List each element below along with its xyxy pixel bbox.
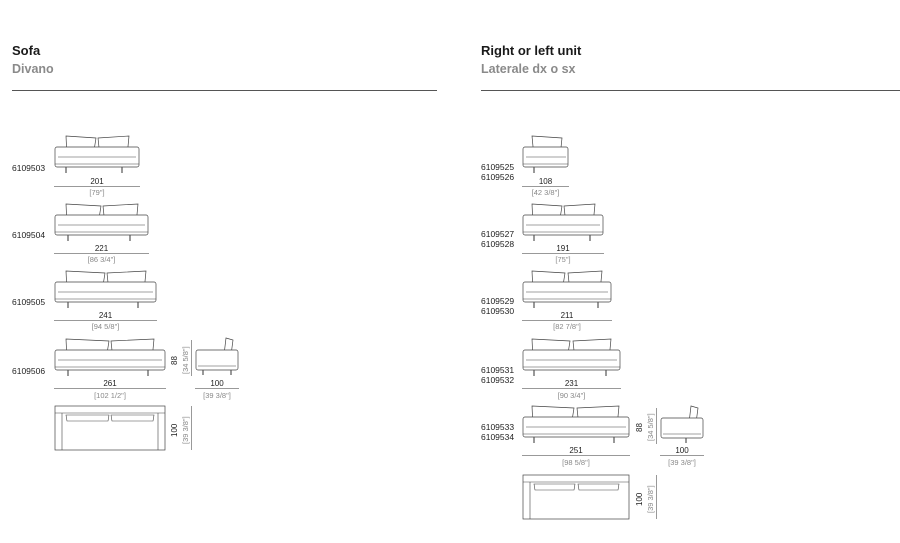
right-side-depth-line <box>660 455 704 456</box>
left-height: 88 <box>170 356 179 365</box>
right-item-0-width-in: [42 3/8"] <box>531 188 560 197</box>
left-item-3-width: 261 <box>103 379 117 388</box>
left-item-1-code: 6109504 <box>12 230 46 240</box>
sofa-side-view <box>195 337 239 375</box>
right-height-in: [34 5/8"] <box>646 413 655 441</box>
right-item-3-width-in: [90 3/4"] <box>557 391 586 400</box>
right-item-4-code-a: 6109533 <box>481 422 515 432</box>
unit-front-6109533 <box>522 405 630 443</box>
left-plan-depth-line <box>191 406 192 450</box>
left-item-3-width-in: [102 1/2"] <box>94 391 126 400</box>
left-plan-depth: 100 <box>170 423 179 437</box>
left-item-0-width: 201 <box>90 177 104 186</box>
left-plan-depth-in: [39 3/8"] <box>181 416 190 444</box>
right-item-4-dimline <box>522 455 630 456</box>
left-side-depth: 100 <box>210 379 224 388</box>
right-item-4-width-in: [98 5/8"] <box>562 458 590 467</box>
right-item-3-width: 231 <box>564 379 579 388</box>
unit-plan-view <box>522 474 630 520</box>
sofa-front-6109505 <box>54 270 157 308</box>
left-side-depth-in: [39 3/8"] <box>203 391 231 400</box>
right-item-2-dimline <box>522 320 612 321</box>
right-item-3-code-a: 6109531 <box>481 365 515 375</box>
right-item-1-code-a: 6109527 <box>481 229 515 239</box>
left-height-in: [34 5/8"] <box>181 346 190 374</box>
left-item-2-width-in: [94 5/8"] <box>91 322 120 331</box>
unit-side-view <box>660 405 704 443</box>
right-item-4-width: 251 <box>569 446 583 455</box>
sofa-front-6109506 <box>54 338 166 376</box>
left-title: Sofa <box>12 43 41 58</box>
right-item-0-width: 108 <box>538 177 553 186</box>
sofa-front-6109504 <box>54 203 149 241</box>
left-item-2-width: 241 <box>98 311 113 320</box>
right-item-3-code-b: 6109532 <box>481 375 515 385</box>
left-item-0-code: 6109503 <box>12 163 46 173</box>
left-height-line <box>191 340 192 376</box>
right-item-2-width: 211 <box>560 311 574 320</box>
right-item-4-code-b: 6109534 <box>481 432 515 442</box>
left-subtitle: Divano <box>12 62 54 76</box>
left-item-2-code: 6109505 <box>12 297 46 307</box>
right-height-line <box>656 408 657 444</box>
right-item-1-width-in: [75"] <box>555 255 571 264</box>
right-item-3-dimline <box>522 388 621 389</box>
left-item-1-width: 221 <box>94 244 109 253</box>
sofa-front-6109503 <box>54 135 140 173</box>
unit-front-6109529 <box>522 270 612 308</box>
right-side-depth-in: [39 3/8"] <box>668 458 696 467</box>
right-plan-depth-line <box>656 475 657 519</box>
right-plan-depth-in: [39 3/8"] <box>646 485 655 513</box>
right-title: Right or left unit <box>481 43 582 58</box>
right-item-2-width-in: [82 7/8"] <box>553 322 581 331</box>
left-item-1-dimline <box>54 253 149 254</box>
left-divider <box>12 90 437 91</box>
right-item-0-code-b: 6109526 <box>481 172 515 182</box>
left-side-depth-line <box>195 388 239 389</box>
right-side-depth: 100 <box>675 446 689 455</box>
right-item-0-code-a: 6109525 <box>481 162 515 172</box>
sofa-plan-view <box>54 405 166 451</box>
right-divider <box>481 90 900 91</box>
right-plan-depth: 100 <box>635 492 644 506</box>
unit-front-6109525 <box>522 135 569 173</box>
left-item-3-code: 6109506 <box>12 366 46 376</box>
right-item-1-width: 191 <box>556 244 570 253</box>
left-item-1-width-in: [86 3/4"] <box>87 255 116 264</box>
right-item-1-code-b: 6109528 <box>481 239 515 249</box>
right-item-0-dimline <box>522 186 569 187</box>
left-item-3-dimline <box>54 388 166 389</box>
left-item-0-width-in: [79"] <box>89 188 105 197</box>
right-subtitle: Laterale dx o sx <box>481 62 576 76</box>
right-item-2-code-b: 6109530 <box>481 306 515 316</box>
right-item-1-dimline <box>522 253 604 254</box>
right-item-2-code-a: 6109529 <box>481 296 515 306</box>
left-item-2-dimline <box>54 320 157 321</box>
right-height: 88 <box>635 423 644 432</box>
unit-front-6109531 <box>522 338 621 376</box>
unit-front-6109527 <box>522 203 604 241</box>
left-item-0-dimline <box>54 186 140 187</box>
